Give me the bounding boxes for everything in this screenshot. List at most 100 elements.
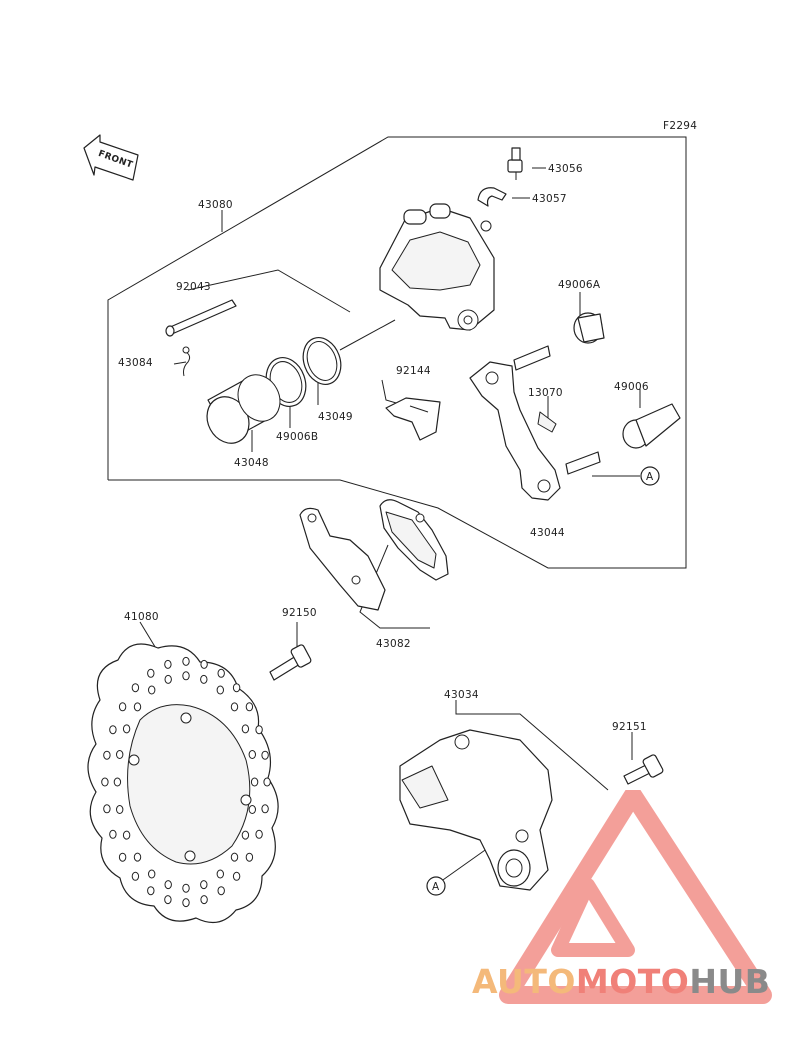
caliper-holder-icon (469, 361, 561, 501)
caliper-bracket-icon (399, 729, 553, 891)
disc-hole (116, 750, 124, 759)
svg-text:A: A (432, 881, 440, 893)
disc-hole (182, 671, 190, 681)
caliper-body (339, 203, 495, 351)
disc-hole (232, 683, 241, 693)
part-label-49006a: 49006A (558, 279, 601, 291)
disc-hole (232, 871, 241, 881)
part-label-43082: 43082 (376, 638, 411, 650)
disc-hole (103, 750, 111, 760)
figure-code: F2294 (663, 120, 697, 132)
caliper-pin-icon (165, 299, 237, 337)
disc-hole (255, 829, 263, 839)
part-label-43034: 43034 (444, 689, 479, 701)
part-label-43084: 43084 (118, 357, 153, 369)
part-label-41080: 41080 (124, 611, 159, 623)
disc-hole (241, 724, 250, 734)
disc-hole (133, 852, 142, 862)
disc-hole (101, 777, 109, 787)
disc-hole (182, 898, 190, 908)
watermark-logo-icon (499, 790, 772, 1004)
disc-hole (230, 702, 239, 712)
piston-icon (206, 374, 281, 444)
brake-pad-front-icon (379, 499, 449, 581)
disc-hole (122, 724, 131, 734)
pad-spring-icon (385, 397, 441, 441)
disc-hole (250, 777, 259, 787)
disc-hole (109, 725, 117, 735)
watermark-brand-text: AUTOMOTOHUB (472, 962, 770, 1001)
disc-hole (147, 886, 155, 896)
disc-hole (245, 702, 254, 712)
disc-hole (113, 777, 122, 787)
disc-hole (248, 750, 257, 759)
brake-disc-icon (87, 643, 279, 924)
disc-hole (109, 829, 117, 839)
part-label-43044: 43044 (530, 527, 565, 539)
disc-hole (164, 880, 172, 890)
brand-auto: AUTO (472, 962, 576, 1001)
disc-hole (164, 674, 172, 684)
disc-hole (164, 659, 172, 669)
brand-hub: HUB (689, 962, 771, 1001)
disc-hole (182, 883, 190, 893)
disc-hole (216, 685, 225, 695)
part-label-49006b: 49006B (276, 431, 318, 443)
part-label-43057: 43057 (532, 193, 567, 205)
pin-clip-icon (182, 346, 191, 377)
disc-hole (131, 683, 140, 693)
part-label-43080: 43080 (198, 199, 233, 211)
leader-lines (139, 167, 641, 883)
disc-hole (147, 668, 155, 678)
bleeder-valve-icon (507, 147, 523, 180)
disc-hole (217, 886, 225, 896)
disc-hole (200, 895, 208, 905)
disc-hole (216, 869, 225, 879)
part-labels: 43056 43057 43080 92043 43084 49006A 92144 1307… (118, 163, 649, 733)
part-label-92043: 92043 (176, 281, 211, 293)
part-label-43049: 43049 (318, 411, 353, 423)
caliper-assembly-outline (107, 136, 687, 569)
reference-mark-a-upper: A (640, 466, 660, 486)
bracket-bolt-icon (623, 754, 664, 785)
disc-hole (103, 804, 111, 814)
disc-hole (241, 830, 250, 840)
part-label-13070: 13070 (528, 387, 563, 399)
disc-hole (116, 805, 124, 814)
disc-hole (133, 702, 142, 712)
brake-pad-rear-icon (299, 507, 386, 611)
disc-hole (255, 725, 263, 735)
disc-hole (200, 674, 208, 684)
disc-hole (148, 869, 156, 879)
svg-text:A: A (646, 471, 654, 483)
reference-mark-a-lower: A (426, 876, 446, 896)
disc-hole (131, 871, 140, 881)
boot-icon (573, 312, 681, 449)
disc-hole (164, 895, 172, 905)
disc-hole (263, 777, 271, 787)
part-label-43048: 43048 (234, 457, 269, 469)
disc-hole (245, 852, 254, 862)
disc-hole (118, 702, 127, 712)
disc-hole (217, 668, 225, 678)
part-label-92144: 92144 (396, 365, 431, 377)
part-label-92150: 92150 (282, 607, 317, 619)
part-label-43056: 43056 (548, 163, 583, 175)
part-label-49006: 49006 (614, 381, 649, 393)
disc-hole (200, 659, 208, 669)
disc-hole (148, 685, 156, 695)
disc-hole (261, 804, 269, 814)
disc-hole (118, 852, 127, 862)
disc-hole (248, 805, 257, 814)
disc-hole (122, 830, 131, 840)
part-label-92151: 92151 (612, 721, 647, 733)
guide-pin-icon (513, 345, 601, 475)
disc-bolt-icon (269, 644, 312, 681)
bleeder-cap-icon (477, 187, 507, 232)
disc-hole (182, 656, 190, 666)
brand-moto: MOTO (575, 962, 690, 1001)
front-arrow-icon: FRONT (83, 134, 139, 181)
disc-hole (230, 852, 239, 862)
